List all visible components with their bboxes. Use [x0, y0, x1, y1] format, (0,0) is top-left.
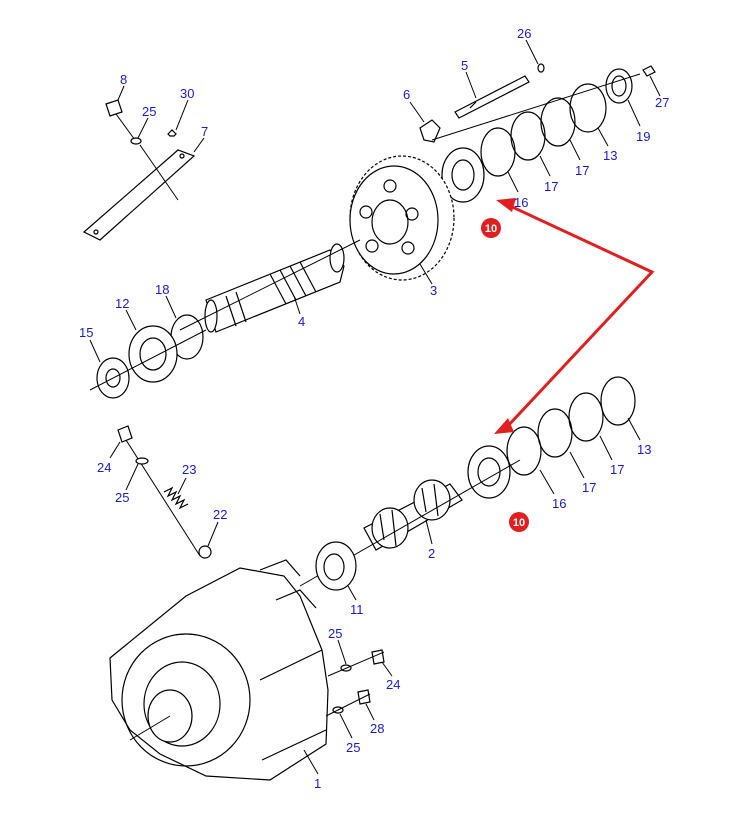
- callout-8: 8: [120, 72, 127, 87]
- callout-28: 28: [370, 721, 384, 736]
- callout-17-bottom-a: 17: [610, 462, 624, 477]
- callout-leaders: [89, 39, 661, 775]
- callout-11: 11: [350, 602, 364, 617]
- gear-shaft-2: [363, 479, 463, 551]
- shim-ring-16-top: [480, 127, 516, 177]
- gear-3: [349, 155, 455, 281]
- callout-16-top: 16: [514, 195, 528, 210]
- callout-26: 26: [517, 26, 531, 41]
- callout-25-right-a: 25: [328, 626, 342, 641]
- callout-1: 1: [314, 776, 321, 791]
- callout-23: 23: [182, 462, 196, 477]
- shim-ring-17b-top: [510, 111, 546, 161]
- key-6: [419, 119, 441, 143]
- plug-8: [105, 99, 136, 141]
- bearing-10-bottom: [467, 445, 511, 499]
- shim-ring-13-bottom: [600, 376, 636, 426]
- highlight-arrow: [494, 198, 655, 434]
- plug-24-left: [117, 425, 133, 443]
- callout-25-right-b: 25: [346, 740, 360, 755]
- housing-1: [109, 559, 329, 781]
- callout-27: 27: [655, 95, 669, 110]
- callout-18: 18: [155, 282, 169, 297]
- callout-6: 6: [403, 87, 410, 102]
- callout-22: 22: [213, 507, 227, 522]
- callout-24-right: 24: [386, 677, 400, 692]
- screw-30: [167, 129, 177, 137]
- plug-27: [642, 65, 656, 77]
- badge-10-top-label: 10: [485, 223, 497, 235]
- callout-25-left: 25: [115, 490, 129, 505]
- callout-13-top: 13: [603, 148, 617, 163]
- badge-10-bottom-label: 10: [513, 517, 525, 529]
- shim-ring-17a-bottom: [568, 392, 604, 442]
- shim-ring-17b-bottom: [537, 408, 573, 458]
- callout-labels: 8 25 30 7 6 5 26 27 19 13 17 17 16 3 4 1…: [79, 26, 669, 791]
- clip-26: [537, 63, 545, 73]
- callout-30: 30: [180, 86, 194, 101]
- callout-17-bottom-b: 17: [582, 480, 596, 495]
- callout-17-top-b: 17: [544, 179, 558, 194]
- callout-25-top: 25: [142, 104, 156, 119]
- callout-3: 3: [430, 283, 437, 298]
- washer-25-top: [130, 137, 179, 201]
- callout-16-bottom: 16: [552, 496, 566, 511]
- callout-15: 15: [79, 325, 93, 340]
- callout-12: 12: [115, 296, 129, 311]
- badge-10-top: 10: [481, 218, 501, 238]
- callout-4: 4: [298, 314, 305, 329]
- shim-ring-13-top: [569, 83, 607, 133]
- shaft-4: [204, 243, 345, 333]
- callout-13-bottom: 13: [637, 442, 651, 457]
- seal-19: [605, 68, 633, 104]
- callout-2: 2: [428, 546, 435, 561]
- callout-17-top-a: 17: [575, 163, 589, 178]
- washer-25-left: [135, 457, 149, 465]
- callout-24-left: 24: [97, 460, 111, 475]
- ball-22: [198, 545, 212, 559]
- gasket-plate-7: [82, 149, 196, 241]
- shaft-5: [454, 75, 530, 119]
- bearing-12: [128, 325, 178, 383]
- spring-23: [163, 486, 189, 510]
- callout-5: 5: [461, 58, 468, 73]
- shim-ring-17a-top: [540, 97, 576, 147]
- callout-7: 7: [201, 124, 208, 139]
- callout-19: 19: [636, 129, 650, 144]
- shim-ring-16-bottom: [506, 426, 542, 476]
- bearing-10-top: [441, 147, 485, 203]
- bearing-11: [315, 541, 357, 591]
- badge-10-bottom: 10: [509, 512, 529, 532]
